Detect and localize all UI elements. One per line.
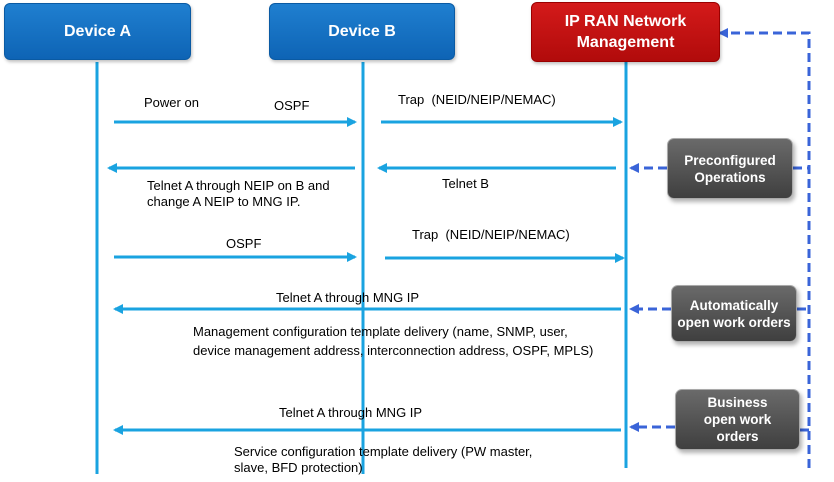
actor-device-b: Device B — [269, 3, 455, 60]
box-preconfigured-label: Preconfigured Operations — [684, 152, 776, 185]
label-svc-config-2: slave, BFD protection) — [234, 460, 363, 475]
box-business-label: Business open work orders — [703, 395, 772, 444]
actor-device-a-label: Device A — [64, 23, 131, 40]
box-automatic-label: Automatically open work orders — [677, 297, 791, 330]
label-trap-1: Trap (NEID/NEIP/NEMAC) — [398, 92, 556, 107]
box-automatic-work-orders: Automatically open work orders — [671, 285, 797, 342]
label-mgmt-config-2: device management address, interconnecti… — [193, 343, 594, 358]
label-telnet-a-neip-1: Telnet A through NEIP on B and — [147, 178, 330, 193]
label-ospf-1: OSPF — [274, 98, 310, 113]
label-power-on: Power on — [144, 95, 199, 110]
label-trap-2: Trap (NEID/NEIP/NEMAC) — [412, 227, 570, 242]
box-business-work-orders: Business open work orders — [675, 389, 800, 450]
label-mgmt-config-1: Management configuration template delive… — [193, 324, 568, 339]
label-ospf-2: OSPF — [226, 236, 262, 251]
label-telnet-mng-2: Telnet A through MNG IP — [279, 405, 423, 420]
actor-nms-label: IP RAN Network Management — [564, 13, 687, 51]
label-telnet-b: Telnet B — [442, 176, 489, 191]
label-telnet-mng-1: Telnet A through MNG IP — [276, 290, 420, 305]
actor-nms: IP RAN Network Management — [531, 2, 720, 62]
label-telnet-a-neip-2: change A NEIP to MNG IP. — [147, 194, 301, 209]
actor-device-b-label: Device B — [328, 23, 396, 40]
dashed-return-path — [718, 28, 811, 468]
label-svc-config-1: Service configuration template delivery … — [234, 444, 533, 459]
box-preconfigured-operations: Preconfigured Operations — [667, 138, 793, 199]
actor-device-a: Device A — [4, 3, 191, 60]
